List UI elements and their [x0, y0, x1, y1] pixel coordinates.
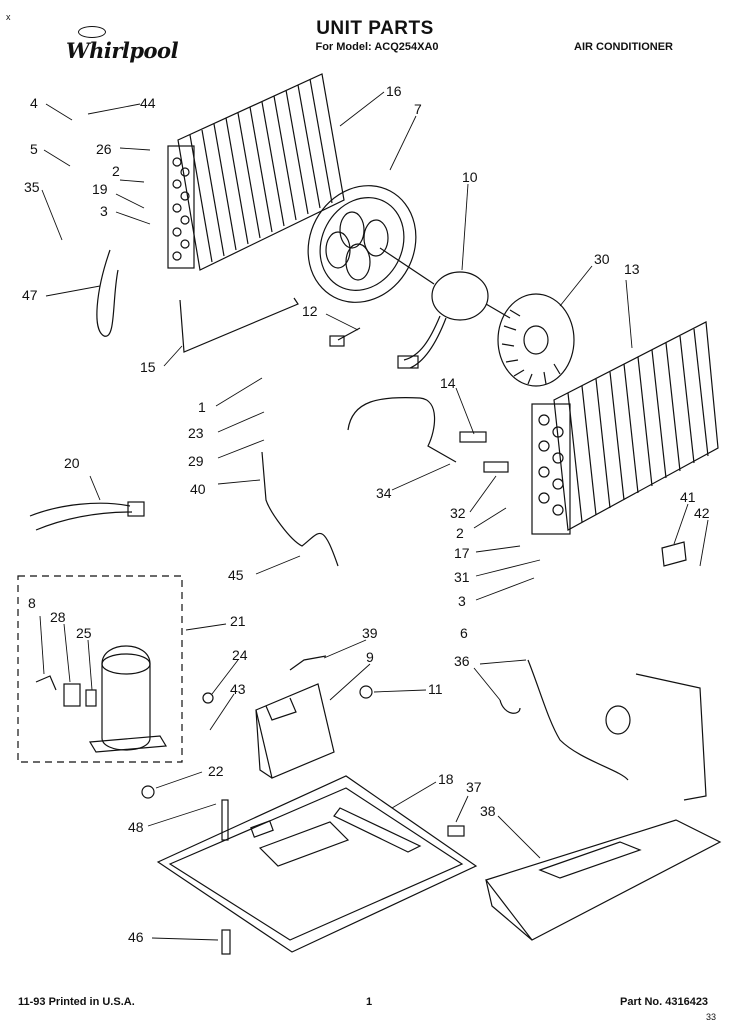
- callout-3b: 3: [458, 593, 466, 609]
- callout-9: 9: [366, 649, 374, 665]
- callout-47: 47: [22, 287, 38, 303]
- whirlpool-logo: Whirlpool: [66, 24, 198, 68]
- callout-labels: 1 2 2 3 3 4 5 6 7 8 9 10 11 12 13 14 15 …: [22, 83, 716, 1022]
- callout-8: 8: [28, 595, 36, 611]
- callout-37: 37: [466, 779, 482, 795]
- callout-4: 4: [30, 95, 38, 111]
- callout-24: 24: [232, 647, 248, 663]
- callout-34: 34: [376, 485, 392, 501]
- callout-1: 1: [198, 399, 206, 415]
- callout-2b: 2: [456, 525, 464, 541]
- part-number: Part No. 4316423: [620, 996, 709, 1008]
- callout-19: 19: [92, 181, 108, 197]
- brand-name: Whirlpool: [66, 38, 179, 63]
- callout-10: 10: [462, 169, 478, 185]
- callout-45: 45: [228, 567, 244, 583]
- nut-11-drawing: [359, 685, 373, 699]
- compressor-drawing: [35, 645, 168, 753]
- page-title: UNIT PARTS: [316, 18, 434, 39]
- callout-32: 32: [450, 505, 466, 521]
- category-label: AIR CONDITIONER: [574, 41, 673, 53]
- leader-lines: [39, 91, 709, 941]
- grommet-small-drawing: [141, 785, 155, 799]
- callout-18: 18: [438, 771, 454, 787]
- tubing-drawing: [96, 249, 707, 801]
- callout-17: 17: [454, 545, 470, 561]
- corner-mark: x: [6, 12, 11, 22]
- callout-20: 20: [64, 455, 80, 471]
- wire-harness-drawing: [29, 501, 145, 531]
- callout-39: 39: [362, 625, 378, 641]
- drain-pan-drawing: [485, 819, 722, 941]
- clip-drawing: [499, 699, 521, 714]
- page-number: 1: [366, 996, 373, 1008]
- condenser-coil-drawing: [167, 73, 345, 271]
- callout-28: 28: [50, 609, 66, 625]
- grommet-drawing: [447, 825, 465, 837]
- blower-wheel-drawing: [497, 293, 575, 387]
- model-line: For Model: ACQ254XA0: [315, 41, 439, 53]
- screw-drawing: [221, 799, 229, 841]
- callout-42: 42: [694, 505, 710, 521]
- fan-motor-drawing: [379, 247, 511, 369]
- evaporator-coil-drawing: [531, 321, 719, 535]
- callout-3a: 3: [100, 203, 108, 219]
- mounting-bracket-drawing: [255, 655, 335, 779]
- callout-15: 15: [140, 359, 156, 375]
- callout-21: 21: [230, 613, 246, 629]
- callout-14: 14: [440, 375, 456, 391]
- connector-12-drawing: [329, 335, 345, 347]
- callout-43: 43: [230, 681, 246, 697]
- callout-12: 12: [302, 303, 318, 319]
- nut-drawing: [202, 692, 214, 704]
- callout-29: 29: [188, 453, 204, 469]
- callout-30: 30: [594, 251, 610, 267]
- callout-38: 38: [480, 803, 496, 819]
- callout-46: 46: [128, 929, 144, 945]
- base-pan-drawing: [156, 775, 478, 953]
- callout-35: 35: [24, 179, 40, 195]
- filter-14-drawing: [459, 431, 487, 443]
- callout-48: 48: [128, 819, 144, 835]
- callout-16: 16: [386, 83, 402, 99]
- callout-25: 25: [76, 625, 92, 641]
- callout-31: 31: [454, 569, 470, 585]
- sensor-bracket-drawing: [661, 541, 687, 567]
- logo-swoosh-icon: [78, 26, 106, 38]
- print-info: 11-93 Printed in U.S.A.: [18, 996, 135, 1008]
- callout-41: 41: [680, 489, 696, 505]
- callout-33: 33: [706, 1012, 716, 1022]
- callout-26: 26: [96, 141, 112, 157]
- callout-13: 13: [624, 261, 640, 277]
- bolt-drawing: [221, 929, 231, 955]
- callout-11: 11: [428, 681, 443, 697]
- callout-36: 36: [454, 653, 470, 669]
- fan-shroud-drawing: [307, 185, 417, 303]
- bracket-32-drawing: [483, 461, 509, 473]
- callout-22: 22: [208, 763, 224, 779]
- callout-5: 5: [30, 141, 38, 157]
- callout-23: 23: [188, 425, 204, 441]
- callout-2a: 2: [112, 163, 120, 179]
- callout-40: 40: [190, 481, 206, 497]
- compressor-group-box: [17, 575, 183, 763]
- callout-6: 6: [460, 625, 468, 641]
- callout-7: 7: [414, 101, 422, 117]
- callout-44: 44: [140, 95, 156, 111]
